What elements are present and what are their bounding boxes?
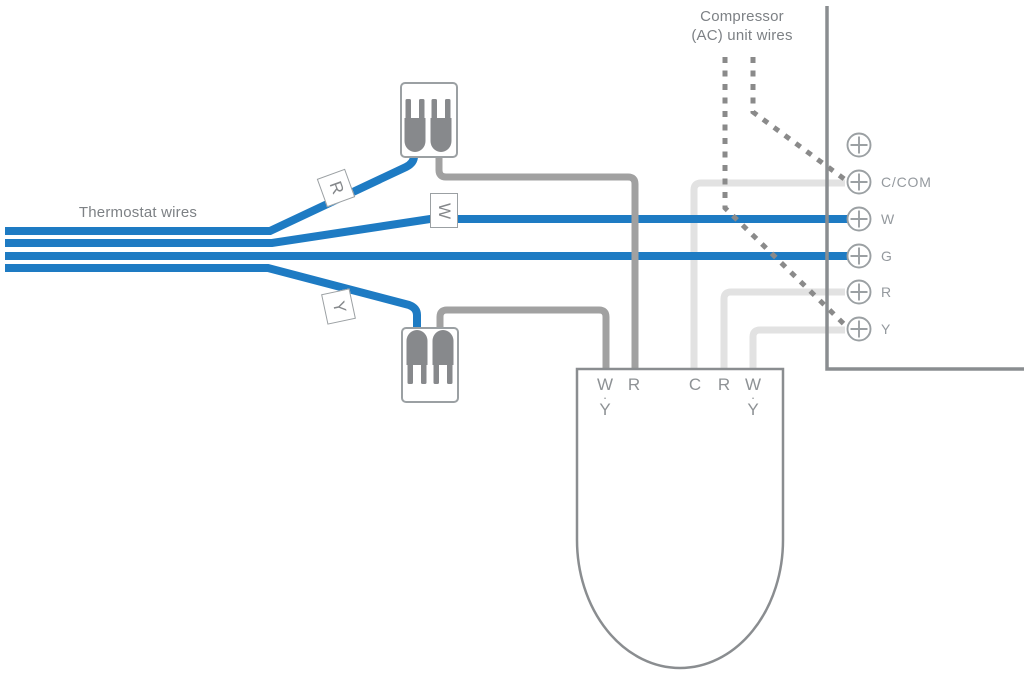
backplate-terminal-r-right: R xyxy=(709,376,739,393)
backplate-terminal-wy-left: W · Y xyxy=(590,375,620,419)
connector-contacts xyxy=(406,330,454,384)
compressor-wire-y-dashed xyxy=(722,57,848,328)
terminal-screws xyxy=(846,132,872,342)
terminal-label-r: R xyxy=(881,284,892,300)
terminal-screw-c-com xyxy=(846,169,872,195)
backplate-label: C xyxy=(688,375,702,394)
compressor-wire-c-dashed xyxy=(750,57,849,184)
wire-tag-letter: Y xyxy=(328,298,350,314)
terminal-screw-unlabeled xyxy=(846,132,872,158)
wire-w-blue xyxy=(5,215,848,247)
wire-connector-bottom xyxy=(401,327,459,403)
backplate-label: W xyxy=(744,375,762,394)
wire-r-light xyxy=(720,288,845,369)
wall-boundary-line xyxy=(825,6,1024,371)
terminal-screw-w xyxy=(846,206,872,232)
wire-tag-letter: R xyxy=(325,178,348,197)
wire-y-blue xyxy=(5,264,421,342)
backplate-terminal-c: C xyxy=(680,376,710,393)
wire-wy-gray xyxy=(436,306,610,369)
terminal-label-y: Y xyxy=(881,321,892,337)
compressor-label-line2: (AC) unit wires xyxy=(691,27,793,44)
backplate-label: Y xyxy=(599,400,611,419)
compressor-wires-label: Compressor (AC) unit wires xyxy=(652,7,832,45)
compressor-label-line1: Compressor xyxy=(700,8,784,25)
compressor-wires-group xyxy=(722,57,849,328)
backplate-label: R xyxy=(717,375,731,394)
wire-r-gray xyxy=(435,146,639,369)
connector-to-backplate-wires xyxy=(435,146,639,369)
terminal-screw-y xyxy=(846,316,872,342)
terminal-label-g: G xyxy=(881,248,893,264)
terminal-label-w: W xyxy=(881,211,896,227)
wire-tag-w: W xyxy=(430,193,458,228)
terminal-screw-r xyxy=(846,279,872,305)
backplate-label: Y xyxy=(747,400,759,419)
backplate-label-dot: · xyxy=(750,390,756,405)
wire-c-light xyxy=(690,179,845,369)
terminal-label-c-com: C/COM xyxy=(881,174,932,190)
wire-wy-light xyxy=(749,326,845,369)
terminal-screw-g xyxy=(846,243,872,269)
backplate-label: R xyxy=(627,375,641,394)
backplate-label-dot: · xyxy=(602,390,608,405)
wire-connector-top xyxy=(400,82,458,158)
wire-tag-letter: W xyxy=(434,202,454,219)
thermostat-wires-label: Thermostat wires xyxy=(78,204,198,221)
connector-contacts xyxy=(404,99,452,152)
backplate-terminal-wy-right: W · Y xyxy=(738,375,768,419)
backplate-label: W xyxy=(596,375,614,394)
backplate-to-terminal-wires xyxy=(690,179,845,369)
thermostat-backplate xyxy=(575,367,785,670)
wire-tag-y: Y xyxy=(321,288,356,325)
terminal-strip xyxy=(846,132,872,342)
backplate-terminal-r-left: R xyxy=(619,376,649,393)
